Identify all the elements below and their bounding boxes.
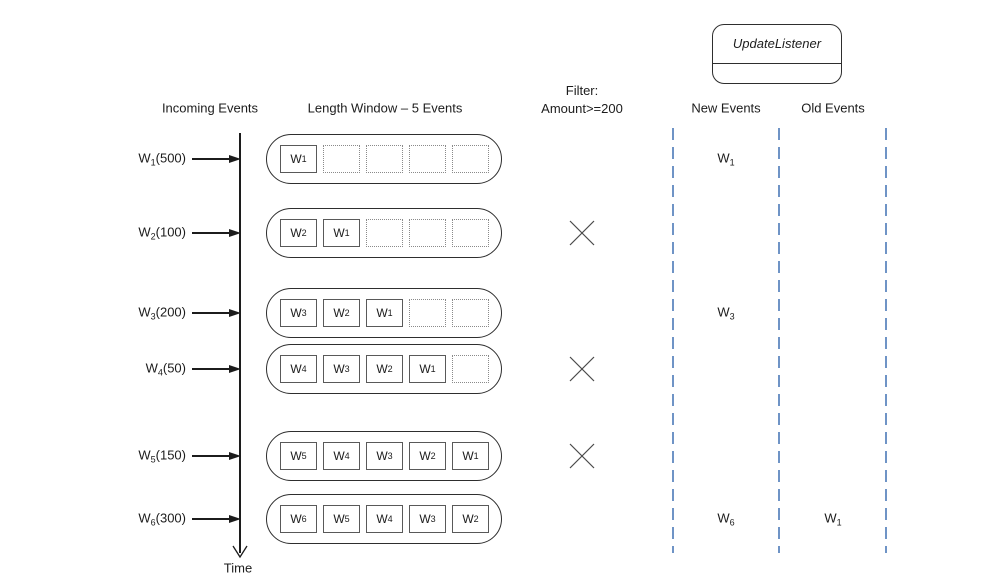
filter-header-line2: Amount>=200 — [541, 101, 623, 116]
length-window-header: Length Window – 5 Events — [307, 100, 463, 116]
update-listener-box: UpdateListener — [712, 24, 842, 84]
incoming-events-header: Incoming Events — [161, 100, 259, 116]
incoming-event-arrow — [192, 368, 229, 370]
filter-header: Filter: Amount>=200 — [541, 82, 623, 118]
arrowhead-icon — [229, 228, 241, 237]
column-divider-middle — [778, 128, 780, 553]
incoming-event-label: W1(500) — [138, 150, 186, 168]
window-slot-empty — [452, 219, 489, 247]
window-slot-empty — [452, 299, 489, 327]
incoming-event-arrow — [192, 455, 229, 457]
incoming-event-arrow — [192, 158, 229, 160]
new-event-label: W3 — [717, 304, 735, 322]
arrowhead-icon — [229, 451, 241, 460]
new-event-label: W1 — [717, 150, 735, 168]
new-events-header: New Events — [691, 100, 761, 116]
incoming-event-label: W3(200) — [138, 304, 186, 322]
window-slot-empty — [409, 145, 446, 173]
listener-divider-line — [713, 63, 841, 64]
arrowhead-icon — [229, 308, 241, 317]
window-slot-empty — [323, 145, 360, 173]
arrowhead-icon — [229, 514, 241, 523]
new-event-label: W6 — [717, 510, 735, 528]
incoming-event-label: W2(100) — [138, 224, 186, 242]
time-axis-line — [239, 133, 241, 553]
window-slot-empty — [452, 145, 489, 173]
window-slot-empty — [409, 219, 446, 247]
arrowhead-icon — [229, 364, 241, 373]
incoming-event-arrow — [192, 232, 229, 234]
incoming-event-arrow — [192, 312, 229, 314]
filter-header-line1: Filter: — [565, 83, 599, 98]
incoming-event-label: W4(50) — [145, 360, 186, 378]
window-slot-empty — [409, 299, 446, 327]
old-event-label: W1 — [824, 510, 842, 528]
window-slot-empty — [366, 219, 403, 247]
arrowhead-icon — [229, 154, 241, 163]
window-slot-empty — [366, 145, 403, 173]
incoming-event-arrow — [192, 518, 229, 520]
update-listener-label: UpdateListener — [732, 36, 822, 51]
column-divider-left — [672, 128, 674, 553]
filter-reject-x-icon — [569, 356, 595, 387]
filter-reject-x-icon — [569, 443, 595, 474]
column-divider-right — [885, 128, 887, 553]
filter-reject-x-icon — [569, 220, 595, 251]
incoming-event-label: W6(300) — [138, 510, 186, 528]
window-slot-empty — [452, 355, 489, 383]
incoming-event-label: W5(150) — [138, 447, 186, 465]
old-events-header: Old Events — [801, 100, 865, 116]
time-label: Time — [223, 560, 253, 576]
time-arrow-icon — [232, 545, 248, 559]
